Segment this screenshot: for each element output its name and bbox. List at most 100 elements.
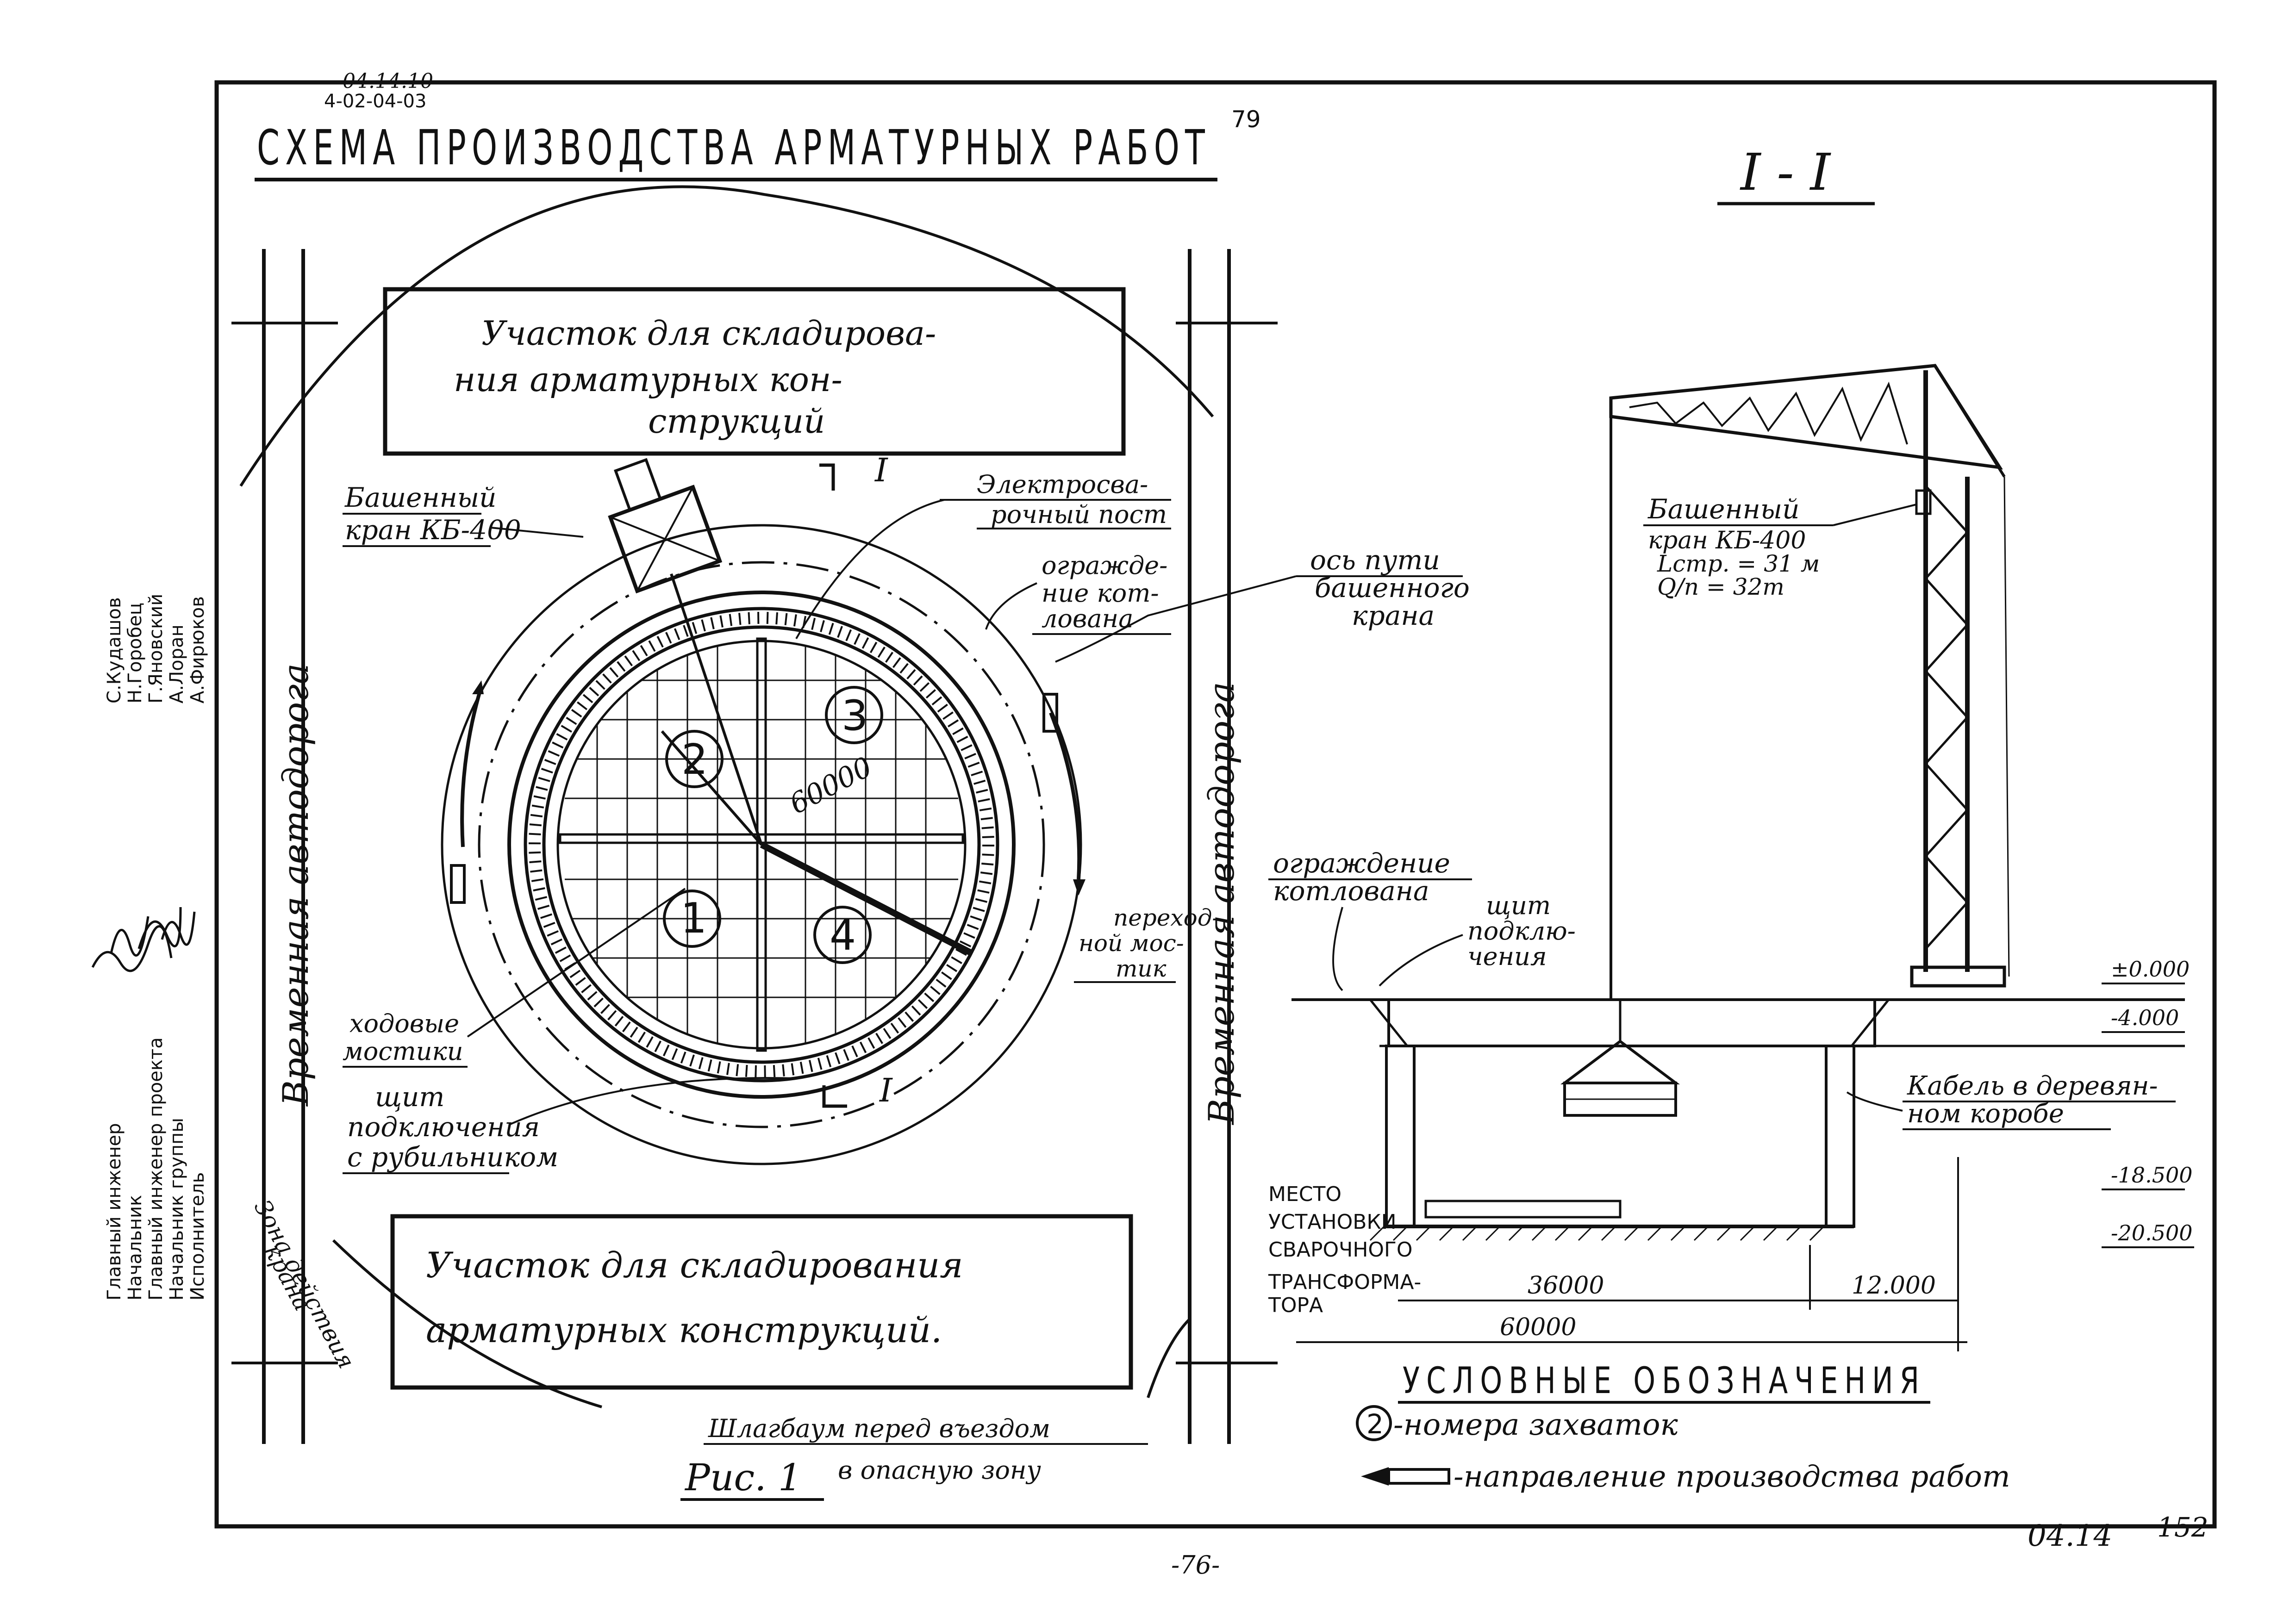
crane-line <box>661 573 763 846</box>
svg-text:I: I <box>874 451 888 489</box>
storage-area-top <box>383 287 1126 456</box>
direction-arrow-body <box>1042 693 1058 733</box>
stamp-name: С.Кудашов <box>104 597 125 703</box>
pit-bottom <box>556 640 967 1050</box>
page-number: 79 <box>1231 106 1261 133</box>
zone-marker-2: 2 <box>665 730 724 788</box>
legend-marker-number: 2 <box>1366 1408 1384 1440</box>
sheet-frame <box>214 80 2217 1529</box>
stamp-role: Главный инженер проекта <box>145 1037 167 1300</box>
legend-title: УСЛОВНЫЕ ОБОЗНАЧЕНИЯ <box>1403 1360 1926 1402</box>
transformer-label: ТРАНСФОРМА- <box>1268 1270 1421 1294</box>
footer-number: 152 <box>2157 1512 2209 1543</box>
pit-fence-label: лована <box>1042 604 1133 633</box>
welding-post-label: Электросва- <box>977 470 1148 499</box>
section-cut-bottom: I <box>822 1071 893 1109</box>
switchboard-label: с рубильником <box>347 1141 558 1173</box>
pit-fence-label: ние кот- <box>1042 579 1159 608</box>
zone-marker-4: 4 <box>813 906 872 964</box>
crane-label-plan: Башенный <box>344 482 496 513</box>
doc-code: 4-02-04-03 <box>324 91 426 112</box>
pit-fence-circle <box>507 591 1016 1099</box>
storage-top-line: Участок для складирова- <box>481 314 936 353</box>
soil-hatch <box>1369 1226 1825 1241</box>
crane-label-plan: кран КБ-400 <box>345 514 521 546</box>
stamp-role: Главный инженер <box>104 1123 125 1300</box>
svg-text:1: 1 <box>680 894 707 943</box>
legend-item-zones: -номера захваток <box>1393 1408 1678 1442</box>
barrier-label: Шлагбаум перед въездом <box>708 1414 1050 1443</box>
pit-wall-right <box>1825 1045 1855 1228</box>
legend-item-direction: -направление производства работ <box>1454 1460 2010 1494</box>
storage-bottom-line: Участок для складирования <box>426 1244 963 1286</box>
dim-12000: 12.000 <box>1852 1272 1936 1300</box>
svg-text:4: 4 <box>830 911 856 960</box>
switchboard-label-section: щит <box>1486 891 1551 920</box>
stamp-role: Начальник группы <box>166 1118 187 1300</box>
level-0: ±0.000 <box>2111 957 2190 982</box>
crane-track-outer <box>441 524 1082 1165</box>
stamp-name: А.Лоран <box>166 624 187 703</box>
crane-label-section: Башенный <box>1647 493 1799 525</box>
arrowhead <box>472 680 484 694</box>
zone-marker-3: 3 <box>825 686 883 744</box>
pit-wall-inner <box>542 625 981 1064</box>
pit-fence-label: огражде- <box>1042 551 1167 580</box>
transition-bridge <box>760 841 974 957</box>
transition-bridge-label: тик <box>1116 955 1167 982</box>
transformer-label: УСТАНОВКИ <box>1268 1210 1397 1234</box>
zone-marker-1: 1 <box>663 890 721 948</box>
arrowhead <box>1073 879 1086 896</box>
footer-page: -76- <box>1171 1550 1220 1580</box>
sheet-title: СХЕМА ПРОИЗВОДСТВА АРМАТУРНЫХ РАБОТ <box>257 119 1210 176</box>
switchboard-label-section: подклю- <box>1467 916 1576 946</box>
tower-crane-plan <box>608 458 723 594</box>
pit-slab <box>1387 998 1876 1047</box>
dimension-radius: 60000 <box>784 751 877 821</box>
crane-track-axis <box>478 561 1045 1128</box>
transition-bridge-label: переход- <box>1113 904 1220 931</box>
road-label-right: Временная автодорога <box>1201 682 1242 1126</box>
transition-bridge-label: ной мос- <box>1079 930 1184 957</box>
crane-action-zone-lower <box>332 1239 602 1408</box>
tower-crane-section <box>1560 364 2010 1117</box>
crane-track-axis-label: крана <box>1352 600 1435 631</box>
dim-60000: 60000 <box>1500 1313 1576 1341</box>
crane-label-section: Lстр. = 31 м <box>1657 550 1820 577</box>
pit-wall-hatch <box>529 612 994 1077</box>
temporary-road-right <box>1176 249 1278 1444</box>
switchboard-label: подключения <box>347 1111 540 1143</box>
switchboard-label-section: чения <box>1467 942 1547 971</box>
pit-plan <box>441 524 1082 1165</box>
transformer-label: СВАРОЧНОГО <box>1268 1238 1413 1262</box>
svg-text:3: 3 <box>842 691 868 740</box>
storage-bottom-line: арматурных конструкций. <box>426 1309 942 1350</box>
section-label: I - I <box>1740 143 1832 202</box>
walkways-label: ходовые <box>349 1009 459 1038</box>
barrier-label: в опасную зону <box>838 1456 1041 1485</box>
legend-direction-arrow-icon <box>1361 1467 1450 1486</box>
stamp-name: Г.Яновский <box>145 594 167 703</box>
pit-wall-outer <box>524 607 999 1083</box>
direction-arrow-left <box>460 693 481 847</box>
direction-arrow-body <box>450 864 466 904</box>
crane-label-section: кран КБ-400 <box>1648 527 1806 554</box>
pit-wall-left <box>1385 1045 1416 1228</box>
crane-track-axis-label: ось пути <box>1310 544 1440 576</box>
level-18-5: -18.500 <box>2111 1163 2193 1188</box>
storage-area-bottom <box>390 1214 1133 1390</box>
dim-36000: 36000 <box>1528 1272 1604 1300</box>
level-4: -4.000 <box>2111 1005 2179 1030</box>
switchboard-label: щит <box>375 1081 444 1113</box>
svg-text:2: 2 <box>681 735 708 784</box>
reinforcement-mesh-section <box>1424 1200 1622 1219</box>
svg-text:I: I <box>879 1071 893 1109</box>
welding-post-label: рочный пост <box>991 500 1167 529</box>
section-dimensions: 36000 12.000 60000 <box>1296 1157 1967 1351</box>
cable-label: Кабель в деревян- <box>1907 1071 2158 1101</box>
figure-label: Рис. 1 <box>684 1456 802 1499</box>
stamp-signatures <box>91 907 196 972</box>
footer-code: 04.14 <box>2028 1519 2112 1553</box>
pit-fence-label-section: ограждение <box>1273 847 1450 879</box>
